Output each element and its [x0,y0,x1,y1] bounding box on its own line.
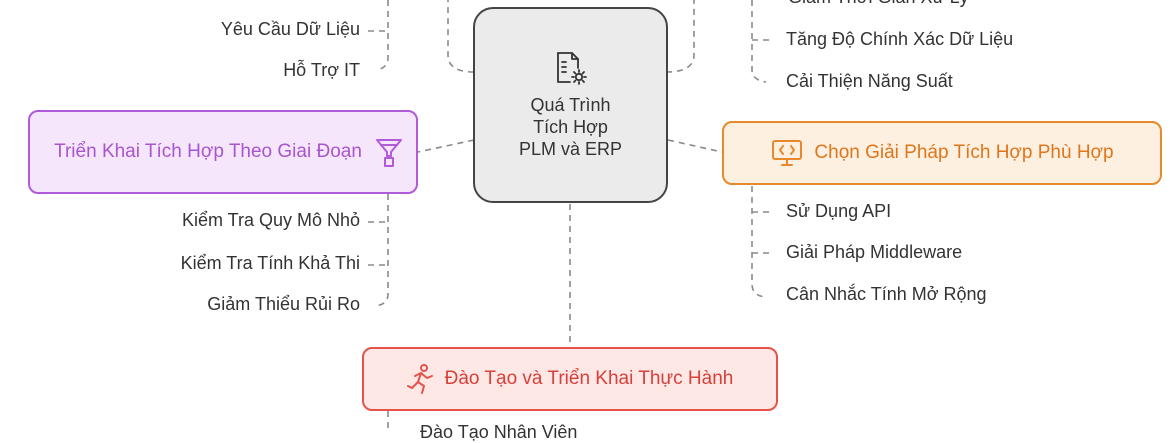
document-settings-icon [553,50,589,86]
connector-right-spine [751,186,767,298]
node-trien-khai-label: Triển Khai Tích Hợp Theo Giai Đoạn [54,141,362,162]
node-chon-giai-phap[interactable]: Chọn Giải Pháp Tích Hợp Phù Hợp [722,121,1162,185]
connector-topright-spine [751,0,767,83]
connector-center-right [667,139,723,153]
leaf-kiem-tra-quy-mo: Kiểm Tra Quy Mô Nhỏ [181,210,360,230]
leaf-giam-thoi-gian: Giảm Thời Gian Xử Lý [788,0,969,8]
leaf-yeu-cau-du-lieu: Yêu Cầu Dữ Liệu [220,19,360,39]
leaf-su-dung-api: Sử Dụng API [786,201,892,221]
leaf-can-nhac-tinh-mo-rong: Cân Nhắc Tính Mở Rộng [786,284,987,304]
mind-map-canvas: Yêu Cầu Dữ Liệu Hỗ Trợ IT Giảm Thời Gian… [28,0,1162,442]
leaf-giam-thieu-rui-ro: Giảm Thiểu Rủi Ro [207,294,360,314]
connector-left-spine [373,194,389,307]
leaf-giai-phap-middleware: Giải Pháp Middleware [786,242,963,262]
leaf-kiem-tra-tinh-kha-thi: Kiểm Tra Tính Khả Thi [180,253,360,273]
connector-lines [368,0,772,430]
center-label-line-2: Tích Hợp [533,117,608,137]
node-chon-giai-phap-label: Chọn Giải Pháp Tích Hợp Phù Hợp [814,142,1114,163]
node-dao-tao-label: Đào Tạo và Triển Khai Thực Hành [444,368,734,389]
leaf-ho-tro-it: Hỗ Trợ IT [283,60,360,80]
leaf-tang-do-chinh-xac: Tăng Độ Chính Xác Dữ Liệu [786,29,1014,49]
node-trien-khai-tich-hop[interactable]: Triển Khai Tích Hợp Theo Giai Đoạn [28,110,418,194]
connector-center-topleft [447,0,475,73]
center-label-line-3: PLM và ERP [518,139,623,159]
center-label-line-1: Quá Trình [530,95,611,115]
leaf-cai-thien-nang-suat: Cải Thiện Năng Suất [786,71,953,91]
connector-topleft-spine [375,0,389,71]
connector-center-topright [665,0,695,73]
center-node: Quá Trình Tích Hợp PLM và ERP [473,7,668,203]
code-monitor-icon [770,138,804,168]
funnel-icon [374,136,404,168]
connector-center-left [417,139,475,153]
leaf-dao-tao-nhan-vien: Đào Tạo Nhân Viên [420,422,578,442]
running-person-icon [406,364,435,394]
node-dao-tao-trien-khai[interactable]: Đào Tạo và Triển Khai Thực Hành [362,347,778,411]
